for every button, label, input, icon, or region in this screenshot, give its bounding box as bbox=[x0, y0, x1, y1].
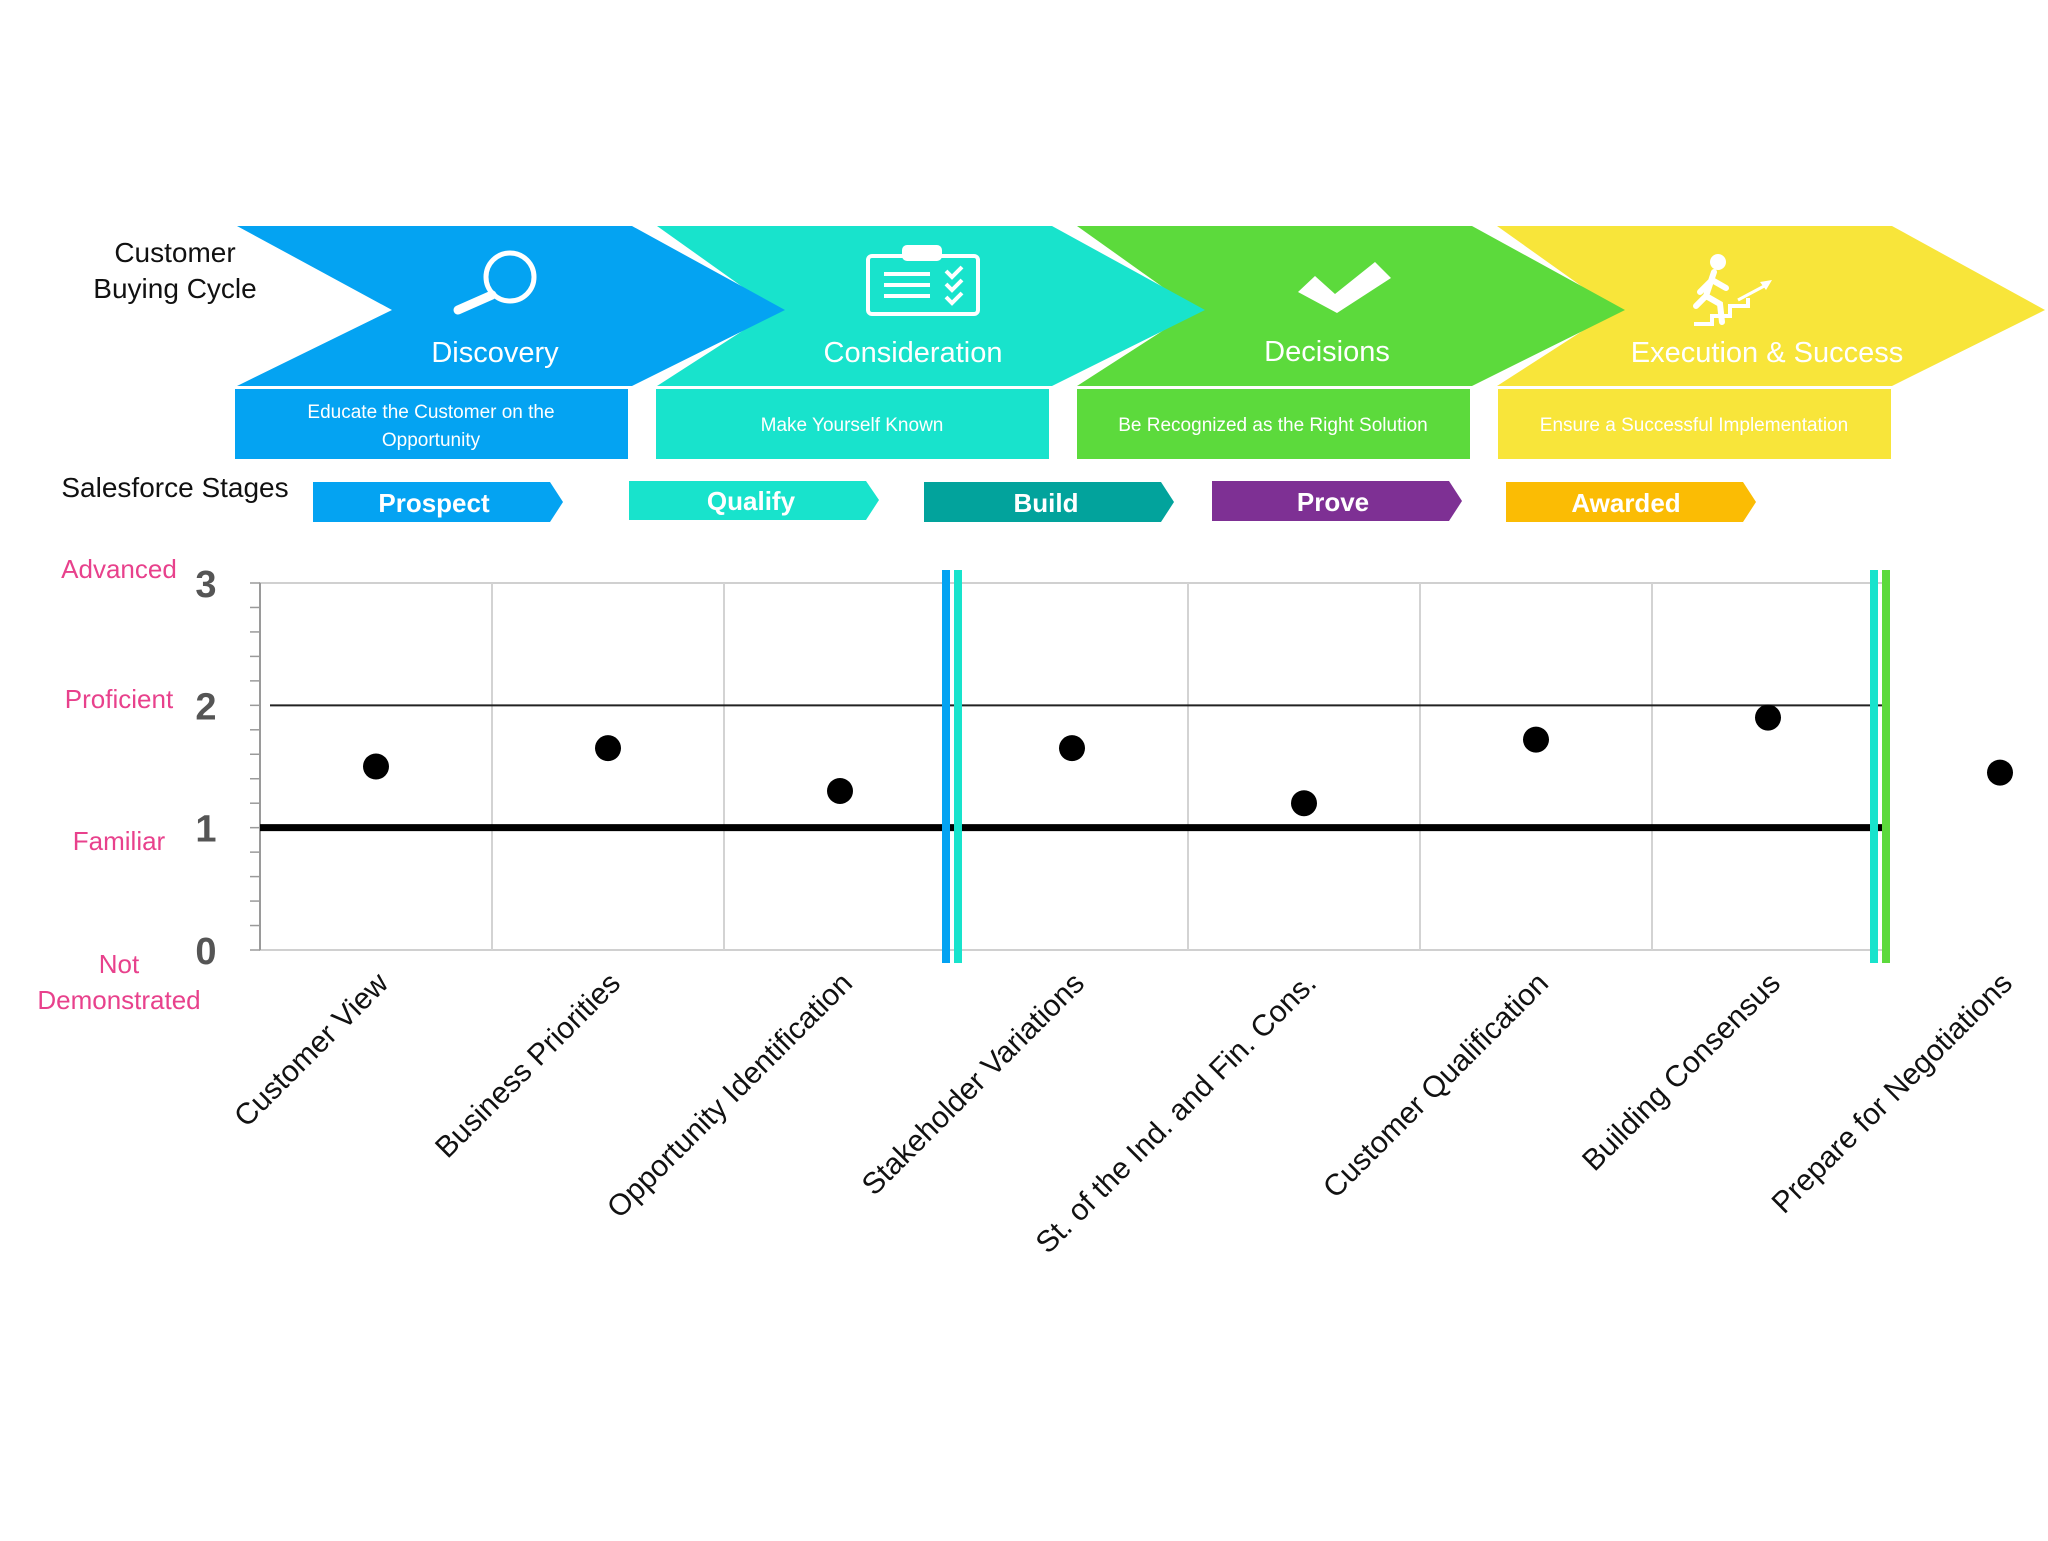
phase-subtitle-box-consideration bbox=[656, 389, 1049, 459]
stage-arrow-build bbox=[924, 482, 1174, 522]
phase-subtitle-box-discovery bbox=[235, 389, 628, 459]
level-label-proficient: Proficient bbox=[65, 684, 174, 714]
phase-title-decisions: Decisions bbox=[1264, 336, 1390, 368]
x-tick-label: Prepare for Negotiations bbox=[1766, 967, 2019, 1220]
y-tick-label: 0 bbox=[195, 931, 216, 973]
phase-subtitle-consideration: Make Yourself Known bbox=[761, 415, 944, 436]
stage-label-prove: Prove bbox=[1297, 487, 1369, 517]
phase-subtitle-box-execution bbox=[1498, 389, 1891, 459]
x-tick-label: Customer View bbox=[228, 966, 395, 1133]
phase-divider-bar bbox=[942, 570, 950, 963]
plot-frame bbox=[259, 582, 1885, 951]
y-tick-labels: 0 1 2 3 bbox=[195, 564, 216, 973]
x-tick-label: Business Priorities bbox=[429, 967, 627, 1165]
buying-cycle-label-line1: Customer bbox=[114, 237, 235, 268]
phase-subtitle-execution: Ensure a Successful Implementation bbox=[1540, 415, 1848, 436]
stage-label-awarded: Awarded bbox=[1571, 488, 1680, 518]
phase-divider-bar bbox=[1870, 570, 1878, 963]
stage-arrow-qualify bbox=[629, 481, 879, 520]
phase-chevron-consideration bbox=[657, 226, 1205, 386]
phase-title-execution: Execution & Success bbox=[1631, 337, 1903, 369]
phase-chevron-discovery bbox=[237, 226, 785, 386]
data-point bbox=[1291, 790, 1317, 817]
phase-chevron-execution bbox=[1497, 226, 2045, 386]
phase-chevrons bbox=[237, 226, 2045, 386]
phase-subtitle-discovery-line2: Opportunity bbox=[382, 430, 481, 451]
magnifier-icon bbox=[453, 250, 537, 315]
level-label-not-line1: Not bbox=[99, 949, 140, 979]
data-point bbox=[595, 735, 621, 762]
data-point bbox=[1755, 704, 1781, 731]
phase-subtitle-decisions: Be Recognized as the Right Solution bbox=[1118, 415, 1427, 436]
stage-arrow-prove bbox=[1212, 481, 1462, 521]
stage-arrow-awarded bbox=[1506, 482, 1756, 522]
stage-arrows bbox=[313, 481, 1756, 522]
y-tick-label: 1 bbox=[195, 809, 216, 851]
phase-subtitle-discovery-line1: Educate the Customer on the bbox=[307, 402, 554, 423]
x-tick-label: St. of the Ind. and Fin. Cons. bbox=[1030, 967, 1323, 1260]
phase-dividers bbox=[942, 570, 1890, 963]
salesforce-stages-label: Salesforce Stages bbox=[61, 472, 288, 503]
y-tick-label: 2 bbox=[195, 686, 216, 728]
stage-label-build: Build bbox=[1014, 488, 1079, 518]
data-points bbox=[363, 704, 2013, 817]
data-point bbox=[1523, 726, 1549, 753]
stage-arrow-prospect bbox=[313, 482, 563, 522]
y-minor-ticks bbox=[250, 582, 260, 951]
climbing-person-icon bbox=[1693, 254, 1772, 326]
reference-lines bbox=[260, 704, 1884, 832]
phase-divider-bar bbox=[1882, 570, 1890, 963]
stage-label-qualify: Qualify bbox=[707, 486, 796, 516]
x-tick-label: Customer Qualification bbox=[1317, 967, 1555, 1205]
phase-divider-bar bbox=[954, 570, 962, 963]
phase-chevron-decisions bbox=[1077, 226, 1625, 386]
buying-cycle-label-line2: Buying Cycle bbox=[93, 273, 256, 304]
level-label-advanced: Advanced bbox=[61, 554, 177, 584]
stage-label-prospect: Prospect bbox=[378, 488, 490, 518]
level-label-familiar: Familiar bbox=[73, 826, 166, 856]
data-point bbox=[827, 777, 853, 804]
y-tick-label: 3 bbox=[195, 564, 216, 606]
data-point bbox=[363, 753, 389, 780]
phase-title-discovery: Discovery bbox=[431, 337, 559, 369]
phase-title-consideration: Consideration bbox=[824, 337, 1003, 369]
data-point bbox=[1987, 759, 2013, 786]
x-tick-label: Stakeholder Variations bbox=[856, 967, 1091, 1202]
checkmark-icon bbox=[1298, 262, 1391, 313]
level-label-not-line2: Demonstrated bbox=[37, 985, 200, 1015]
data-point bbox=[1059, 735, 1085, 762]
vertical-gridlines bbox=[491, 583, 1885, 950]
clipboard-icon bbox=[866, 245, 980, 316]
phase-subtitle-box-decisions bbox=[1077, 389, 1470, 459]
x-tick-label: Building Consensus bbox=[1576, 967, 1787, 1178]
x-tick-label: Opportunity Identification bbox=[601, 967, 859, 1225]
